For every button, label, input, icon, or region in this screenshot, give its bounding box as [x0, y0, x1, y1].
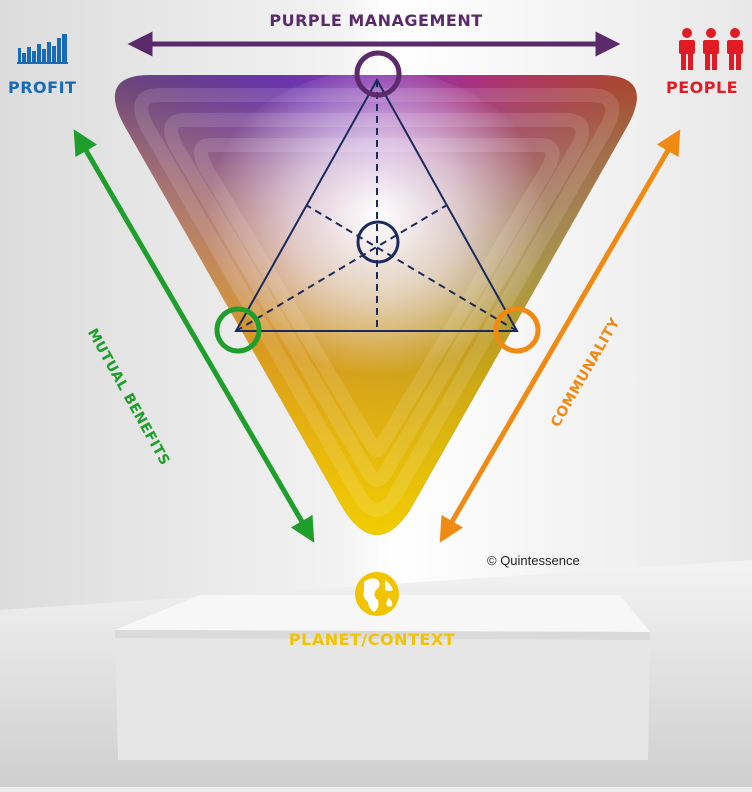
mutual-benefits-arrow	[73, 129, 315, 543]
profit-label: PROFIT	[8, 78, 77, 97]
pedestal	[115, 595, 650, 760]
people-group-icon	[679, 28, 743, 70]
bar-chart-icon	[17, 34, 68, 64]
communality-arrow	[439, 129, 681, 543]
planet-context-label: PLANET/CONTEXT	[288, 630, 456, 649]
purple-management-label: PURPLE MANAGEMENT	[269, 11, 483, 30]
people-label: PEOPLE	[666, 78, 739, 97]
globe-icon	[355, 572, 399, 616]
center-circle	[356, 220, 400, 264]
copyright-notice: © Quintessence	[487, 553, 580, 568]
